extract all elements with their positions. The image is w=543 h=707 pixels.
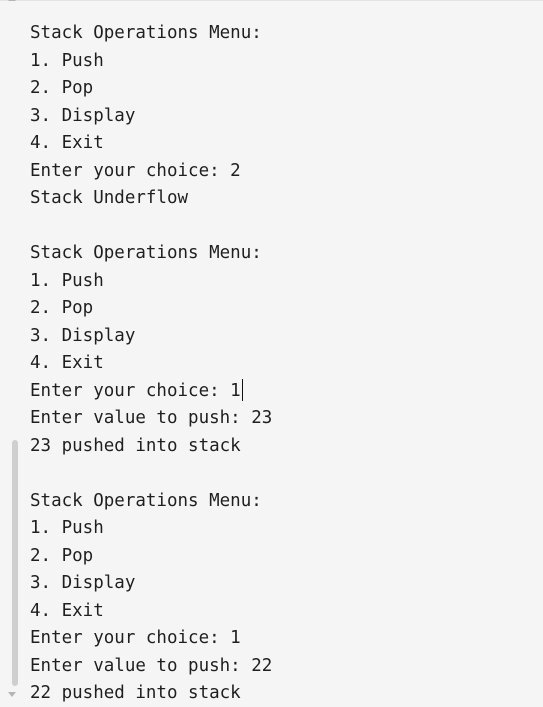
menu-title: Stack Operations Menu:: [30, 243, 262, 263]
menu-option-push: 1. Push: [30, 518, 104, 538]
menu-title: Stack Operations Menu:: [30, 23, 262, 43]
menu-option-exit: 4. Exit: [30, 600, 104, 621]
console-lines: Stack Operations Menu: 1. Push 2. Pop 3.…: [30, 20, 272, 707]
blank-line: [30, 460, 272, 488]
menu-option-push: 1. Push: [30, 50, 104, 71]
result-message: Stack Underflow: [30, 188, 189, 208]
result-message: 22 pushed into stack: [30, 683, 241, 703]
result-message: 23 pushed into stack: [30, 435, 241, 456]
value-prompt: Enter value to push: 22: [30, 655, 273, 676]
menu-option-pop: 2. Pop: [30, 78, 94, 98]
menu-option-display: 3. Display: [30, 105, 136, 126]
menu-option-exit: 4. Exit: [30, 353, 104, 373]
menu-option-display: 3. Display: [30, 573, 136, 593]
blank-line: [30, 213, 272, 241]
menu-option-push: 1. Push: [30, 270, 104, 291]
value-prompt: Enter value to push: 23: [30, 408, 273, 428]
scroll-down-icon[interactable]: [8, 692, 16, 697]
text-caret: [241, 378, 244, 401]
choice-prompt-active[interactable]: Enter your choice: 1: [30, 378, 272, 406]
choice-prompt: Enter your choice: 1: [30, 628, 241, 648]
choice-prompt-text: Enter your choice: 1: [30, 380, 241, 401]
scrollbar-thumb[interactable]: [12, 440, 18, 686]
choice-prompt: Enter your choice: 2: [30, 160, 241, 181]
menu-option-display: 3. Display: [30, 325, 136, 346]
scroll-up-icon[interactable]: [8, 0, 16, 1]
top-border: [0, 0, 543, 1]
menu-option-exit: 4. Exit: [30, 133, 104, 153]
menu-option-pop: 2. Pop: [30, 298, 94, 318]
menu-title: Stack Operations Menu:: [30, 490, 262, 511]
menu-option-pop: 2. Pop: [30, 545, 94, 566]
